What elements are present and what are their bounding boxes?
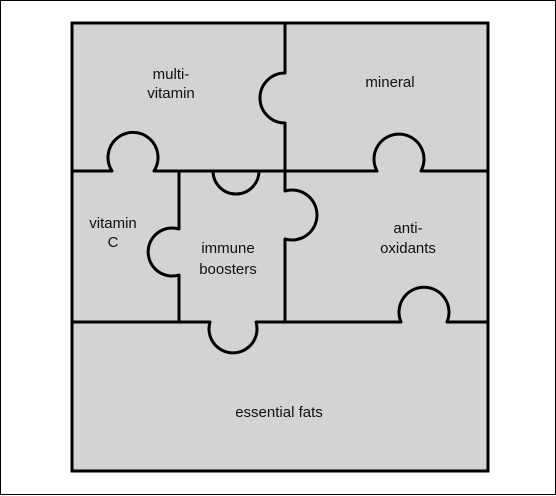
boundary-top-row	[70, 130, 490, 173]
knob-immune-top	[211, 169, 261, 196]
boundary-vitaminc-immune	[146, 169, 181, 324]
piece-essential-fats: essential fats	[235, 404, 323, 421]
boundary-immune-antioxidants	[283, 169, 319, 324]
boundary-bottom-row	[70, 285, 490, 355]
label-immune-boosters-line2: boosters	[199, 261, 257, 278]
piece-antioxidants: anti- oxidants	[380, 220, 436, 257]
label-vitamin-c-line1: vitamin	[89, 215, 137, 232]
puzzle-boundaries	[70, 21, 490, 355]
puzzle-background	[72, 23, 488, 471]
label-antioxidants-line1: anti-	[393, 220, 422, 237]
label-antioxidants-line2: oxidants	[380, 240, 436, 257]
label-essential-fats: essential fats	[235, 404, 323, 421]
puzzle-outline	[70, 21, 490, 473]
label-mineral: mineral	[365, 74, 414, 91]
piece-multivitamin: multi- vitamin	[147, 66, 195, 102]
label-immune-boosters-line1: immune	[201, 240, 254, 257]
boundary-multivitamin-mineral	[258, 21, 287, 173]
piece-immune-boosters: immune boosters	[199, 240, 257, 278]
label-vitamin-c-line2: C	[108, 234, 119, 251]
label-multivitamin-line2: vitamin	[147, 85, 195, 102]
label-multivitamin-line1: multi-	[153, 66, 190, 83]
piece-mineral: mineral	[365, 74, 414, 91]
piece-vitamin-c: vitamin C	[89, 215, 137, 251]
